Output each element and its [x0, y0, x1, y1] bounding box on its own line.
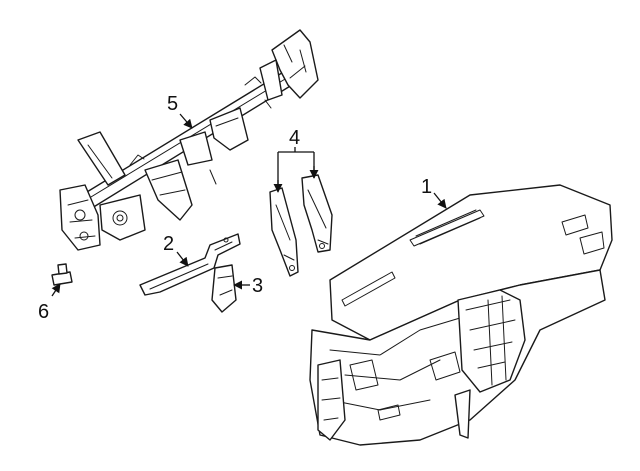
part-5-cross-car-beam — [59, 29, 319, 251]
leader-lines — [51, 113, 447, 297]
callout-2: 2 — [163, 233, 174, 255]
callout-4: 4 — [289, 127, 300, 149]
callout-labels: 1 2 3 4 5 6 — [38, 93, 432, 323]
leader-6 — [51, 283, 61, 297]
leader-5 — [179, 113, 193, 129]
part-4-braces — [269, 174, 333, 277]
part-1-instrument-panel — [309, 184, 613, 446]
part-2-bracket — [139, 233, 241, 296]
callout-1: 1 — [421, 176, 432, 198]
callout-3: 3 — [252, 275, 263, 297]
leader-1 — [433, 192, 447, 209]
callout-5: 5 — [167, 93, 178, 115]
leader-4-bracket — [277, 147, 315, 190]
part-6-clip — [51, 263, 73, 286]
leader-2 — [176, 251, 189, 267]
part-3-bracket — [211, 264, 237, 313]
callout-6: 6 — [38, 301, 49, 323]
